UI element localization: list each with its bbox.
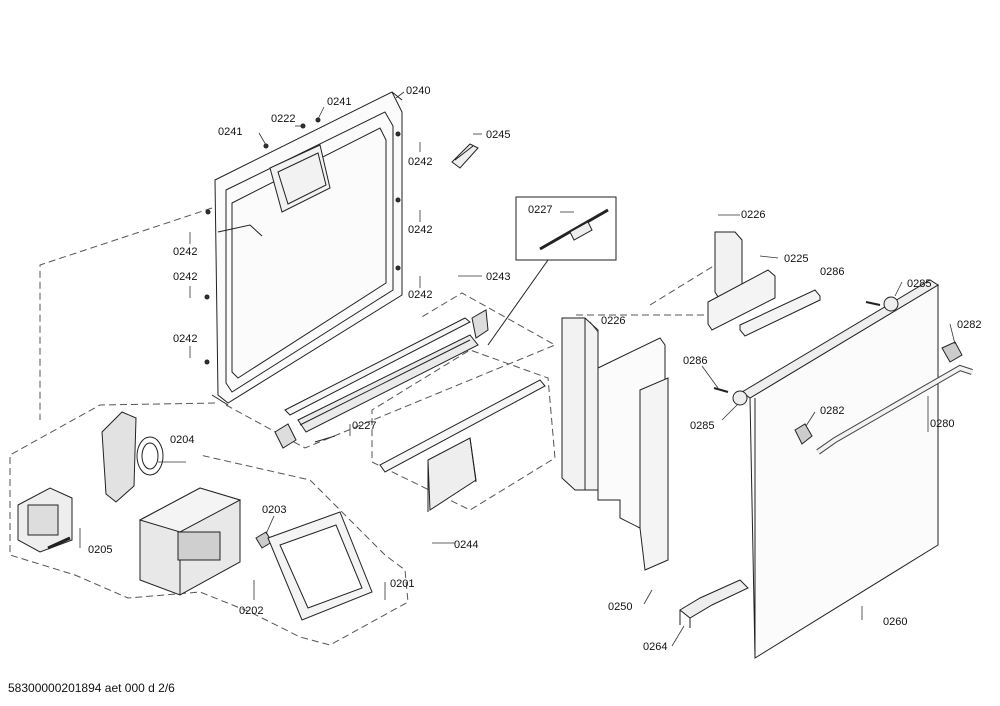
callout-0204: 0204 (170, 434, 194, 446)
callout-0242: 0242 (408, 289, 432, 301)
callout-0286: 0286 (820, 266, 844, 278)
callout-labels: 0240 0241 0241 0222 0242 0242 0242 0242 … (88, 85, 981, 653)
callout-0285: 0285 (907, 278, 931, 290)
strip-0225 (707, 269, 776, 331)
callout-0242: 0242 (173, 271, 197, 283)
module-housing (138, 487, 242, 596)
strip-0286 (739, 289, 821, 337)
callout-0241: 0241 (218, 126, 242, 138)
callout-0282: 0282 (957, 319, 981, 331)
insulation-strip-0226-tall (561, 317, 599, 491)
callout-0222: 0222 (271, 113, 295, 125)
callout-0242: 0242 (408, 156, 432, 168)
callout-0227: 0227 (528, 204, 552, 216)
callout-0241: 0241 (327, 96, 351, 108)
panel-part-0205 (17, 487, 73, 553)
leader-lines (79, 91, 956, 647)
outer-door-panel-0260 (741, 279, 939, 659)
end-caps-0282 (794, 341, 963, 445)
washers-0285 (713, 296, 899, 406)
callout-0225: 0225 (784, 253, 808, 265)
callout-0285: 0285 (690, 420, 714, 432)
callout-0240: 0240 (406, 85, 430, 97)
callout-0226: 0226 (601, 315, 625, 327)
callout-0203: 0203 (262, 504, 286, 516)
bracket-0264 (679, 579, 749, 628)
callout-0227: 0227 (352, 420, 376, 432)
insulation-panel-0250 (597, 337, 669, 571)
seal-rails (274, 309, 489, 449)
callout-0202: 0202 (239, 605, 263, 617)
callout-0260: 0260 (883, 616, 907, 628)
bezel-part-0204 (101, 411, 164, 503)
callout-0286: 0286 (683, 355, 707, 367)
callout-0280: 0280 (930, 418, 954, 430)
callout-0242: 0242 (408, 224, 432, 236)
document-id-footer: 58300000201894 aet 000 d 2/6 (8, 681, 175, 695)
frame-part-0201 (267, 511, 373, 621)
callout-0250: 0250 (608, 601, 632, 613)
callout-0226: 0226 (741, 209, 765, 221)
screw-set (204, 117, 401, 365)
detail-inset-box (487, 196, 617, 346)
callout-0245: 0245 (486, 129, 510, 141)
callout-0244: 0244 (454, 539, 478, 551)
callout-0205: 0205 (88, 544, 112, 556)
hinge-clip-part (451, 143, 479, 169)
callout-0201: 0201 (390, 578, 414, 590)
callout-0243: 0243 (486, 271, 510, 283)
handle-bar-0280 (816, 364, 973, 455)
callout-0242: 0242 (173, 333, 197, 345)
callout-0282: 0282 (820, 405, 844, 417)
inner-door-panel (211, 91, 403, 406)
callout-0242: 0242 (173, 246, 197, 258)
lower-rail (379, 379, 546, 512)
callout-0264: 0264 (643, 641, 667, 653)
